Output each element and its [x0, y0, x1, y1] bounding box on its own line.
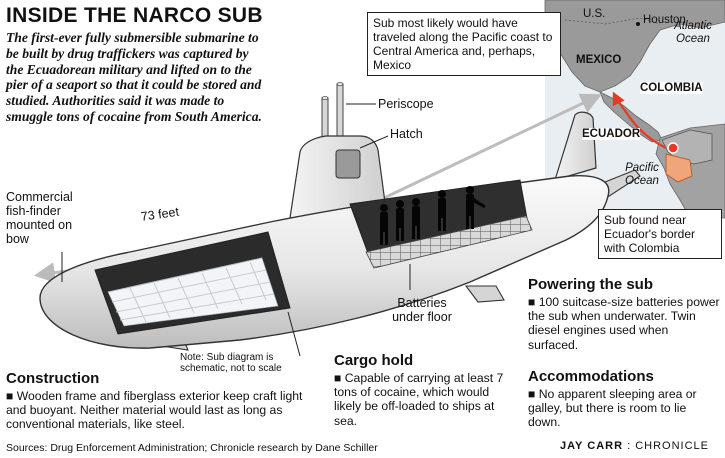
- powering-title: Powering the sub: [528, 276, 654, 293]
- accommodations-title: Accommodations: [528, 368, 654, 385]
- crew-silhouettes: [380, 186, 486, 245]
- credit-separator: :: [627, 440, 632, 452]
- map-label-colombia: COLOMBIA: [640, 82, 703, 94]
- cocaine-bales: [107, 257, 279, 327]
- powering-body: ■ 100 suitcase-size batteries power the …: [528, 295, 720, 352]
- map-label-pacific: Pacific Ocean: [625, 162, 659, 187]
- batteries-label: Batteries under floor: [392, 296, 452, 324]
- sub-location-marker: [667, 142, 679, 154]
- route-callout: Sub most likely would have traveled alon…: [367, 12, 561, 76]
- credit-name: JAY CARR: [560, 440, 624, 452]
- schematic-note: Note: Sub diagram is schematic, not to s…: [180, 352, 282, 374]
- found-callout: Sub found near Ecuador's border with Col…: [598, 209, 722, 259]
- hatch: [335, 149, 361, 179]
- intro-text: The first-ever fully submersible submari…: [6, 30, 262, 124]
- map-label-atlantic: Atlantic Ocean: [674, 20, 712, 45]
- map-label-us: U.S.: [583, 8, 606, 20]
- map-label-ecuador: ECUADOR: [582, 128, 641, 140]
- credit-publication: CHRONICLE: [635, 440, 710, 452]
- cargo-hold-title: Cargo hold: [334, 352, 414, 369]
- cargo-hold-body: ■ Capable of carrying at least 7 tons of…: [334, 371, 504, 428]
- fish-finder-label: Commercial fish-finder mounted on bow: [6, 190, 73, 246]
- map-label-mexico: MEXICO: [576, 54, 622, 66]
- ecuador-land: [665, 153, 693, 183]
- route-arrow: [612, 91, 667, 149]
- map-label-houston: Houston: [643, 14, 686, 26]
- construction-body: ■ Wooden frame and fiberglass exterior k…: [6, 389, 303, 432]
- page-title: INSIDE THE NARCO SUB: [6, 4, 263, 27]
- credit-line: JAY CARR : CHRONICLE: [560, 440, 709, 452]
- colombia-land: [661, 129, 713, 165]
- accommodations-body: ■ No apparent sleeping area or galley, b…: [528, 387, 697, 430]
- periscope-label: Periscope: [378, 97, 434, 111]
- sources-line: Sources: Drug Enforcement Administration…: [6, 442, 378, 454]
- hatch-label: Hatch: [390, 127, 423, 141]
- construction-title: Construction: [6, 370, 100, 387]
